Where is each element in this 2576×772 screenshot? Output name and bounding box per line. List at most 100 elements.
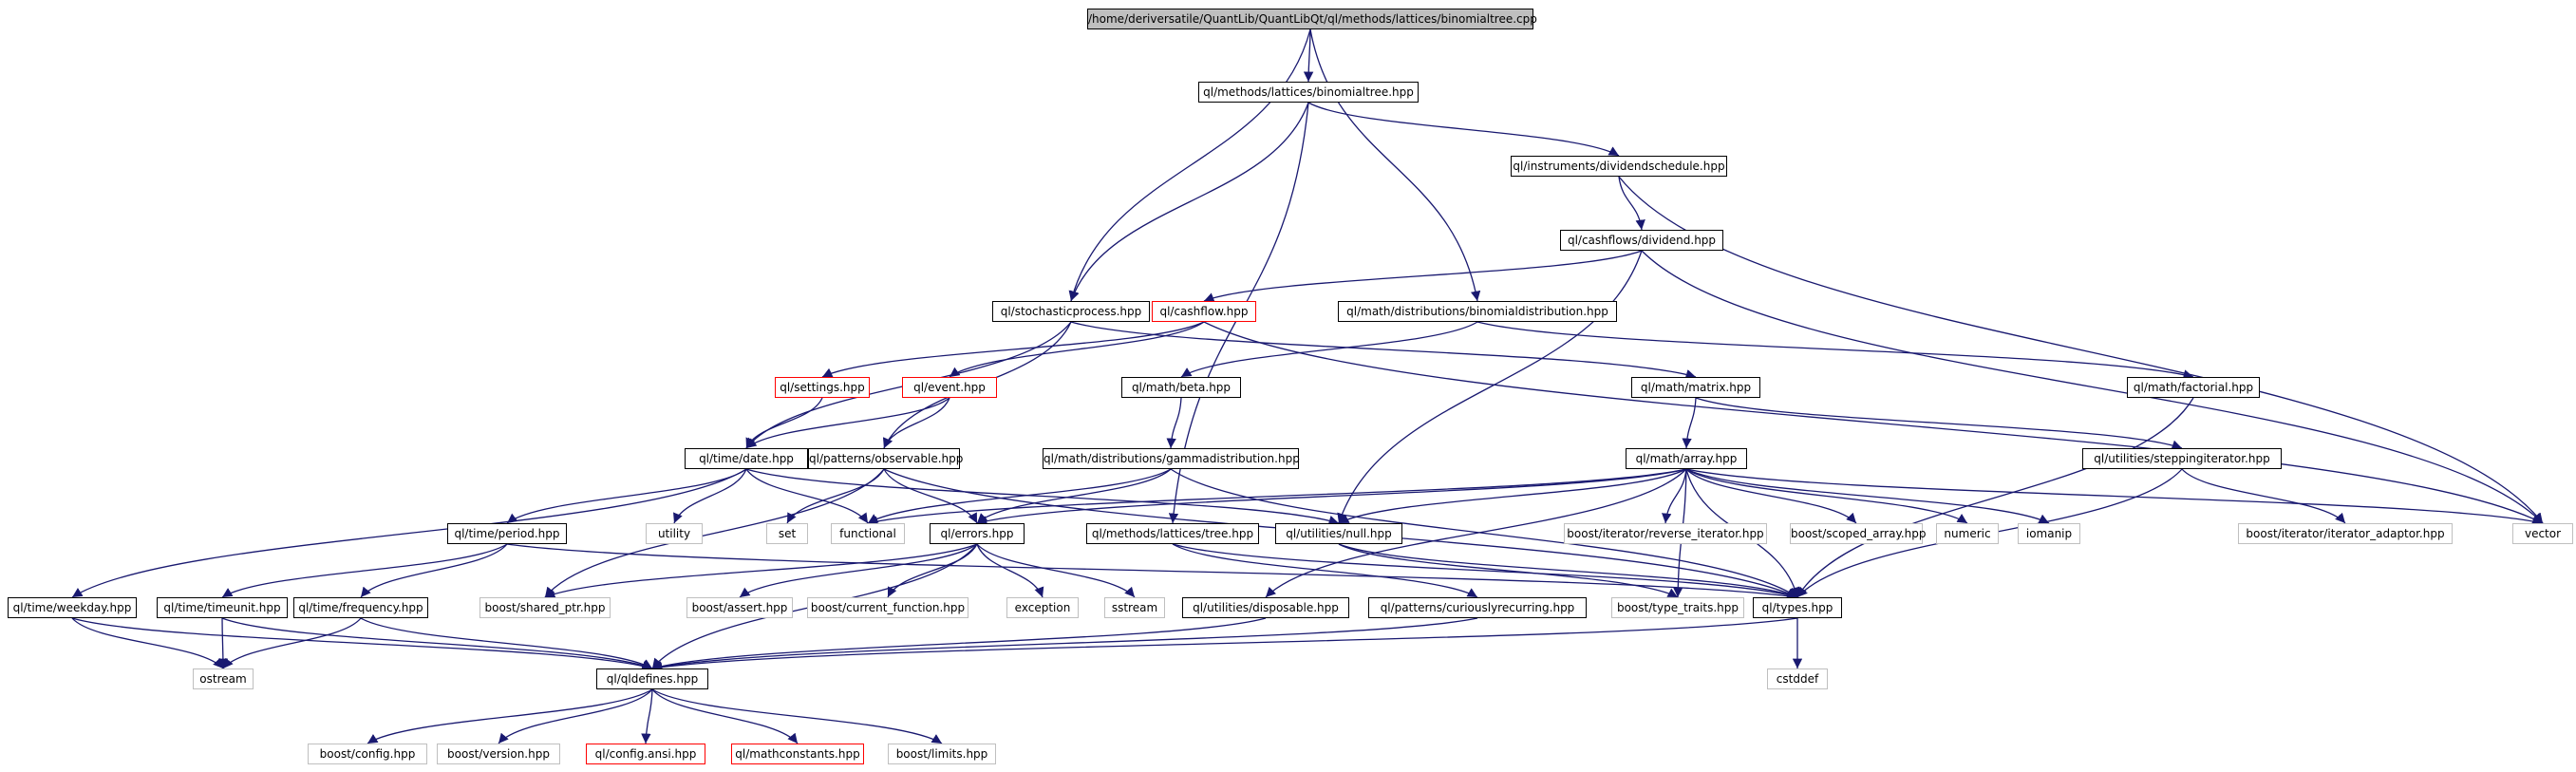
node-boost-config: boost/config.hpp	[308, 744, 427, 764]
edge-dividend-to-cashflow	[1203, 250, 1643, 303]
edge-steppingiterator-to-iterator-adaptor	[2181, 468, 2346, 524]
edge-tree-to-types	[1172, 543, 1798, 600]
edge-stochasticprocess-to-matrix	[1070, 321, 1697, 380]
edge-array-to-reverse-iterator	[1662, 468, 1687, 524]
edge-errors-to-current-function	[887, 543, 978, 598]
edge-errors-to-assert	[739, 543, 978, 598]
node-gammadistribution[interactable]: ql/math/distributions/gammadistribution.…	[1043, 448, 1300, 469]
node-vector: vector	[2512, 523, 2573, 544]
node-timeunit[interactable]: ql/time/timeunit.hpp	[157, 597, 288, 618]
node-array[interactable]: ql/math/array.hpp	[1626, 448, 1747, 469]
node-disposable[interactable]: ql/utilities/disposable.hpp	[1182, 597, 1349, 618]
node-cashflow[interactable]: ql/cashflow.hpp	[1152, 301, 1256, 322]
node-type-traits: boost/type_traits.hpp	[1611, 597, 1744, 618]
edge-root-to-binomialtree-hpp	[1303, 28, 1314, 83]
edge-disposable-to-qldefines	[651, 617, 1267, 671]
edge-curiouslyrecurring-to-qldefines	[651, 617, 1478, 672]
edge-array-to-null	[1338, 468, 1687, 524]
edge-frequency-to-qldefines	[360, 617, 653, 669]
edge-dividendschedule-to-vector	[1618, 176, 2544, 524]
edge-binomialtree-hpp-to-stochasticprocess	[1069, 102, 1309, 302]
edge-timeunit-to-qldefines	[221, 617, 653, 670]
edge-dividendschedule-to-dividend	[1618, 176, 1645, 231]
node-frequency[interactable]: ql/time/frequency.hpp	[293, 597, 428, 618]
edge-array-to-scoped-array	[1685, 468, 1857, 524]
edge-errors-to-exception	[976, 543, 1044, 598]
edge-errors-to-sstream	[976, 543, 1136, 598]
edge-weekday-to-ostream	[71, 617, 224, 669]
edge-array-to-numeric	[1685, 468, 1968, 524]
node-weekday[interactable]: ql/time/weekday.hpp	[8, 597, 137, 618]
edge-null-to-types	[1338, 543, 1798, 599]
node-types[interactable]: ql/types.hpp	[1753, 597, 1842, 618]
edge-factorial-to-types	[1796, 397, 2194, 598]
edge-observable-to-set	[786, 468, 885, 524]
edge-array-to-vector	[1685, 468, 2544, 526]
node-functional: functional	[831, 523, 905, 544]
node-iterator-adaptor: boost/iterator/iterator_adaptor.hpp	[2238, 523, 2453, 544]
node-settings[interactable]: ql/settings.hpp	[775, 377, 870, 398]
edge-array-to-iomanip	[1685, 468, 2050, 524]
edge-date-to-period	[506, 468, 747, 524]
node-ostream: ostream	[193, 668, 254, 689]
node-observable[interactable]: ql/patterns/observable.hpp	[808, 448, 963, 469]
edge-matrix-to-steppingiterator	[1695, 397, 2183, 450]
node-numeric: numeric	[1936, 523, 1999, 544]
edge-dividend-to-vector	[1641, 250, 2544, 524]
edge-binomialtree-hpp-to-dividendschedule	[1307, 102, 1620, 157]
node-binomialdistribution[interactable]: ql/math/distributions/binomialdistributi…	[1338, 301, 1617, 322]
edge-event-to-date	[745, 397, 950, 449]
node-binomialtree-hpp[interactable]: ql/methods/lattices/binomialtree.hpp	[1198, 82, 1419, 103]
edge-binomialdistribution-to-factorial	[1476, 321, 2194, 380]
node-steppingiterator[interactable]: ql/utilities/steppingiterator.hpp	[2082, 448, 2282, 469]
node-mathconstants[interactable]: ql/mathconstants.hpp	[731, 744, 864, 764]
node-errors[interactable]: ql/errors.hpp	[930, 523, 1025, 544]
edge-event-to-observable	[882, 397, 950, 449]
edge-array-to-errors	[976, 468, 1687, 526]
node-curiouslyrecurring[interactable]: ql/patterns/curiouslyrecurring.hpp	[1368, 597, 1587, 618]
node-scoped-array: boost/scoped_array.hpp	[1790, 523, 1927, 544]
edge-observable-to-errors	[883, 468, 978, 524]
node-tree[interactable]: ql/methods/lattices/tree.hpp	[1086, 523, 1259, 544]
edge-date-to-weekday	[71, 468, 747, 598]
edge-binomialdistribution-to-beta	[1180, 321, 1478, 378]
edge-qldefines-to-boost-config	[367, 688, 653, 744]
node-factorial[interactable]: ql/math/factorial.hpp	[2127, 377, 2260, 398]
edge-root-to-stochasticprocess	[1068, 28, 1311, 302]
edge-array-to-functional	[867, 468, 1687, 526]
node-assert: boost/assert.hpp	[686, 597, 793, 618]
node-root[interactable]: /home/deriversatile/QuantLib/QuantLibQt/…	[1087, 9, 1537, 29]
node-boost-limits: boost/limits.hpp	[888, 744, 996, 764]
edge-errors-to-shared-ptr	[544, 543, 978, 598]
edge-root-to-binomialdistribution	[1309, 28, 1481, 302]
edge-period-to-types	[506, 543, 1798, 601]
node-null[interactable]: ql/utilities/null.hpp	[1275, 523, 1402, 544]
edge-frequency-to-ostream	[222, 617, 362, 669]
edge-cashflow-to-vector	[1203, 321, 2544, 524]
edge-date-to-functional	[745, 468, 869, 524]
edge-types-to-qldefines	[651, 617, 1798, 672]
edge-period-to-timeunit	[221, 543, 508, 598]
node-reverse-iterator: boost/iterator/reverse_iterator.hpp	[1564, 523, 1767, 544]
edge-gammadistribution-to-types	[1170, 468, 1798, 598]
node-config-ansi[interactable]: ql/config.ansi.hpp	[586, 744, 705, 764]
edge-beta-to-gammadistribution	[1166, 397, 1182, 449]
edge-qldefines-to-boost-limits	[651, 688, 943, 744]
edge-date-to-null	[745, 468, 1340, 525]
edge-tree-to-curiouslyrecurring	[1172, 543, 1478, 598]
node-dividend[interactable]: ql/cashflows/dividend.hpp	[1560, 230, 1723, 251]
node-event[interactable]: ql/event.hpp	[902, 377, 997, 398]
edge-gammadistribution-to-errors	[976, 468, 1172, 524]
edge-date-to-utility	[673, 468, 747, 524]
node-qldefines[interactable]: ql/qldefines.hpp	[596, 668, 708, 689]
node-matrix[interactable]: ql/math/matrix.hpp	[1631, 377, 1760, 398]
node-date[interactable]: ql/time/date.hpp	[685, 448, 808, 469]
node-utility: utility	[646, 523, 703, 544]
node-exception: exception	[1006, 597, 1079, 618]
node-beta[interactable]: ql/math/beta.hpp	[1121, 377, 1241, 398]
node-period[interactable]: ql/time/period.hpp	[447, 523, 567, 544]
node-dividendschedule[interactable]: ql/instruments/dividendschedule.hpp	[1511, 156, 1727, 177]
edge-observable-to-shared-ptr	[544, 468, 885, 598]
node-stochasticprocess[interactable]: ql/stochasticprocess.hpp	[992, 301, 1150, 322]
